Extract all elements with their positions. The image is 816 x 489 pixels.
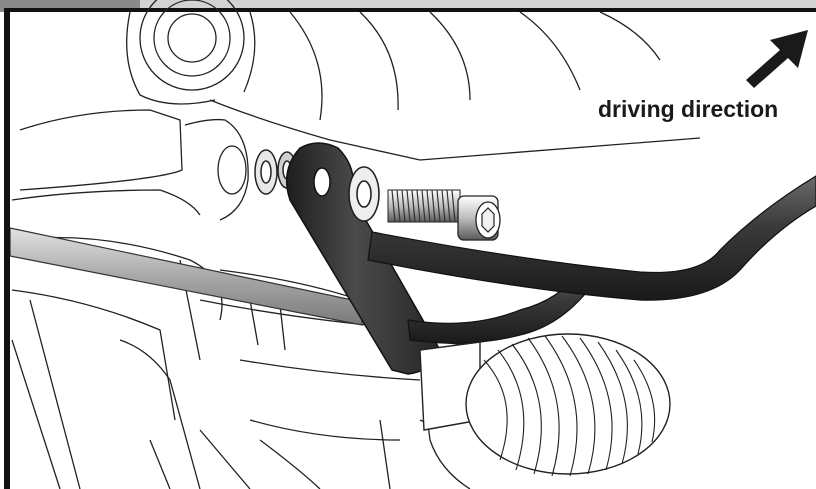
bolt: [387, 189, 501, 241]
turn-signal-indicator: [419, 333, 671, 477]
rod: [9, 227, 363, 326]
bracket-hole: [313, 167, 331, 197]
motorcycle-outline: [11, 0, 701, 489]
washer-right: [348, 166, 380, 222]
upper-tube: [367, 175, 816, 301]
left-border: [4, 8, 10, 489]
driving-direction-label: driving direction: [598, 96, 779, 122]
arrow-icon: [746, 30, 808, 88]
hex-socket: [481, 207, 495, 233]
washer-left: [254, 149, 278, 195]
top-border: [4, 8, 816, 12]
